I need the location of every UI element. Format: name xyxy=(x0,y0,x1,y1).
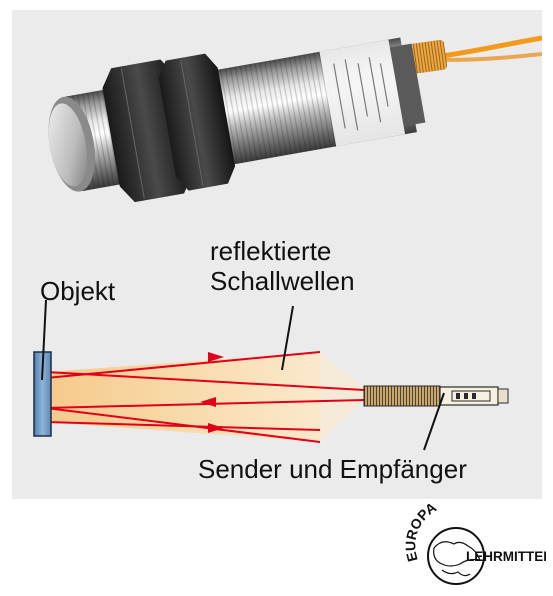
measurement-diagram xyxy=(34,300,508,452)
label-reflected-waves: reflektierte Schallwellen xyxy=(210,236,355,296)
logo-text-bottom: LEHRMITTEL xyxy=(466,549,546,564)
europa-lehrmittel-logo: EUROPA LEHRMITTEL xyxy=(398,498,546,596)
sensor-small xyxy=(364,386,508,406)
label-sender-receiver: Sender und Empfänger xyxy=(198,454,467,484)
label-object: Objekt xyxy=(40,276,115,306)
label-reflected-line2: Schallwellen xyxy=(210,266,355,296)
label-reflected-line1: reflektierte xyxy=(210,236,355,266)
illustration-panel: Objekt reflektierte Schallwellen Sender … xyxy=(12,10,542,499)
cable xyxy=(442,38,542,56)
sensor-photo xyxy=(38,16,542,215)
